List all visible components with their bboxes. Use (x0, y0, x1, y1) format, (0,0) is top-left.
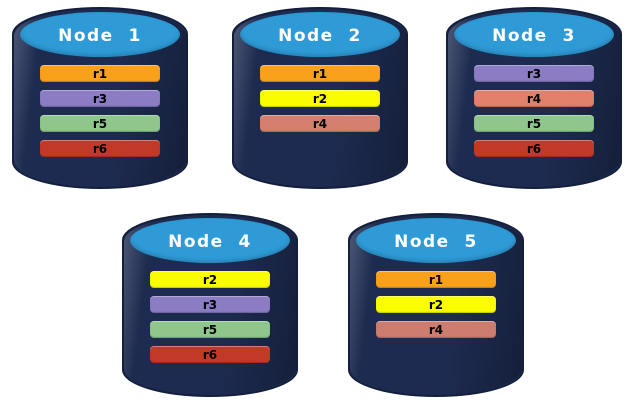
replica-label: r4 (312, 116, 328, 131)
replica-list: r1 r3 r5 r6 (40, 65, 160, 165)
replica-bar: r6 (474, 140, 594, 157)
node-label: Node 4 (168, 231, 252, 252)
node-4-cylinder: Node 4 r2 r3 r5 r6 (122, 213, 298, 397)
replica-bar: r5 (150, 321, 270, 338)
cylinder-top-ellipse: Node 3 (454, 12, 614, 57)
replica-label: r6 (526, 141, 542, 156)
node-1-cylinder: Node 1 r1 r3 r5 r6 (12, 7, 188, 189)
replica-bar: r1 (260, 65, 380, 82)
replica-label: r1 (428, 272, 444, 287)
node-label: Node 1 (58, 25, 142, 46)
replica-label: r1 (312, 66, 328, 81)
replica-list: r3 r4 r5 r6 (474, 65, 594, 165)
replica-label: r3 (526, 66, 542, 81)
node-label: Node 5 (394, 231, 478, 252)
replica-bar: r1 (40, 65, 160, 82)
replica-list: r1 r2 r4 (260, 65, 380, 140)
node-3-cylinder: Node 3 r3 r4 r5 r6 (446, 7, 622, 189)
replica-label: r6 (92, 141, 108, 156)
replica-label: r2 (428, 297, 444, 312)
replica-label: r5 (526, 116, 542, 131)
replica-label: r6 (202, 347, 218, 362)
replica-label: r3 (202, 297, 218, 312)
cylinder-top-ellipse: Node 2 (240, 12, 400, 57)
replica-bar: r1 (376, 271, 496, 288)
replica-label: r2 (202, 272, 218, 287)
node-label: Node 2 (278, 25, 362, 46)
node-5-cylinder: Node 5 r1 r2 r4 (348, 213, 524, 397)
replica-list: r1 r2 r4 (376, 271, 496, 346)
replica-bar: r5 (40, 115, 160, 132)
replica-bar: r3 (150, 296, 270, 313)
replica-bar: r4 (260, 115, 380, 132)
replica-bar: r6 (40, 140, 160, 157)
replica-label: r3 (92, 91, 108, 106)
replica-list: r2 r3 r5 r6 (150, 271, 270, 371)
replica-label: r4 (526, 91, 542, 106)
replica-bar: r4 (474, 90, 594, 107)
cylinder-top-ellipse: Node 1 (20, 12, 180, 57)
replica-bar: r2 (150, 271, 270, 288)
replica-label: r5 (92, 116, 108, 131)
cylinder-top-ellipse: Node 4 (130, 218, 290, 263)
node-label: Node 3 (492, 25, 576, 46)
node-2-cylinder: Node 2 r1 r2 r4 (232, 7, 408, 189)
replica-bar: r2 (376, 296, 496, 313)
replica-label: r1 (92, 66, 108, 81)
replica-bar: r2 (260, 90, 380, 107)
replica-bar: r5 (474, 115, 594, 132)
replica-label: r4 (428, 322, 444, 337)
replica-bar: r3 (40, 90, 160, 107)
replica-label: r5 (202, 322, 218, 337)
replica-label: r2 (312, 91, 328, 106)
replica-bar: r6 (150, 346, 270, 363)
replica-bar: r4 (376, 321, 496, 338)
cylinder-top-ellipse: Node 5 (356, 218, 516, 263)
replica-bar: r3 (474, 65, 594, 82)
